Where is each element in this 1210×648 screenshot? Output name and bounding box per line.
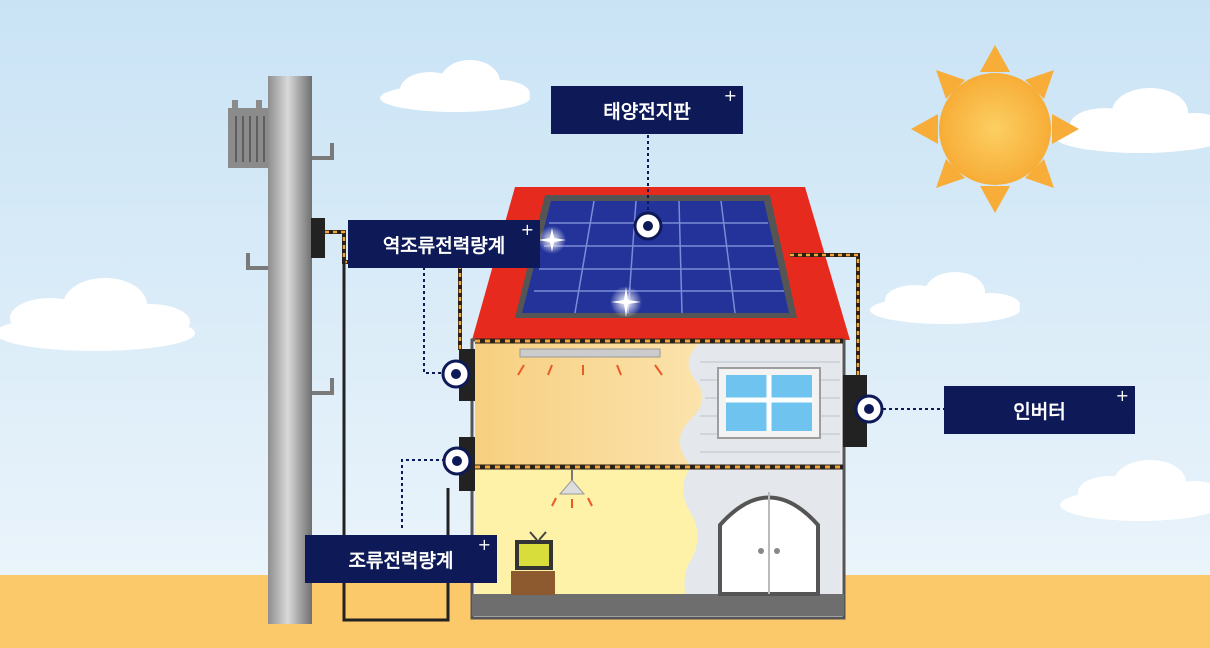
plus-icon: + bbox=[477, 535, 491, 554]
television bbox=[511, 531, 555, 595]
marker-solar-panel[interactable] bbox=[633, 211, 663, 241]
cloud bbox=[1055, 88, 1210, 153]
marker-reverse-meter[interactable] bbox=[441, 359, 471, 389]
inverter-label-text: 인버터 bbox=[1013, 400, 1066, 423]
plus-icon: + bbox=[520, 220, 534, 239]
solar-panel-label-button[interactable]: 태양전지판 + bbox=[551, 86, 743, 134]
inverter-label-button[interactable]: 인버터 + bbox=[944, 386, 1135, 434]
cloud bbox=[380, 60, 530, 112]
pole-transformer bbox=[228, 100, 268, 168]
house-door bbox=[718, 492, 820, 596]
ceiling-heater bbox=[517, 348, 663, 376]
reverse-meter-label-button[interactable]: 역조류전력량계 + bbox=[348, 220, 540, 268]
solar-panel-array bbox=[515, 195, 797, 318]
house-window bbox=[717, 367, 821, 439]
forward-meter-label-button[interactable]: 조류전력량계 + bbox=[305, 535, 497, 583]
cloud bbox=[0, 278, 195, 351]
power-wiring bbox=[325, 230, 860, 622]
pole-meter-box bbox=[311, 218, 325, 258]
sun bbox=[911, 45, 1079, 213]
forward-meter-label-text: 조류전력량계 bbox=[348, 549, 454, 572]
leader-lines bbox=[401, 135, 944, 528]
reverse-meter-label-text: 역조류전력량계 bbox=[382, 234, 506, 257]
solar-panel-label-text: 태양전지판 bbox=[603, 100, 691, 123]
plus-icon: + bbox=[1115, 386, 1129, 405]
marker-inverter[interactable] bbox=[854, 394, 884, 424]
cloud bbox=[870, 272, 1020, 324]
pendant-lamp bbox=[551, 470, 593, 508]
plus-icon: + bbox=[723, 86, 737, 105]
marker-forward-meter[interactable] bbox=[442, 446, 472, 476]
cloud bbox=[1060, 460, 1210, 521]
utility-pole bbox=[246, 76, 334, 624]
